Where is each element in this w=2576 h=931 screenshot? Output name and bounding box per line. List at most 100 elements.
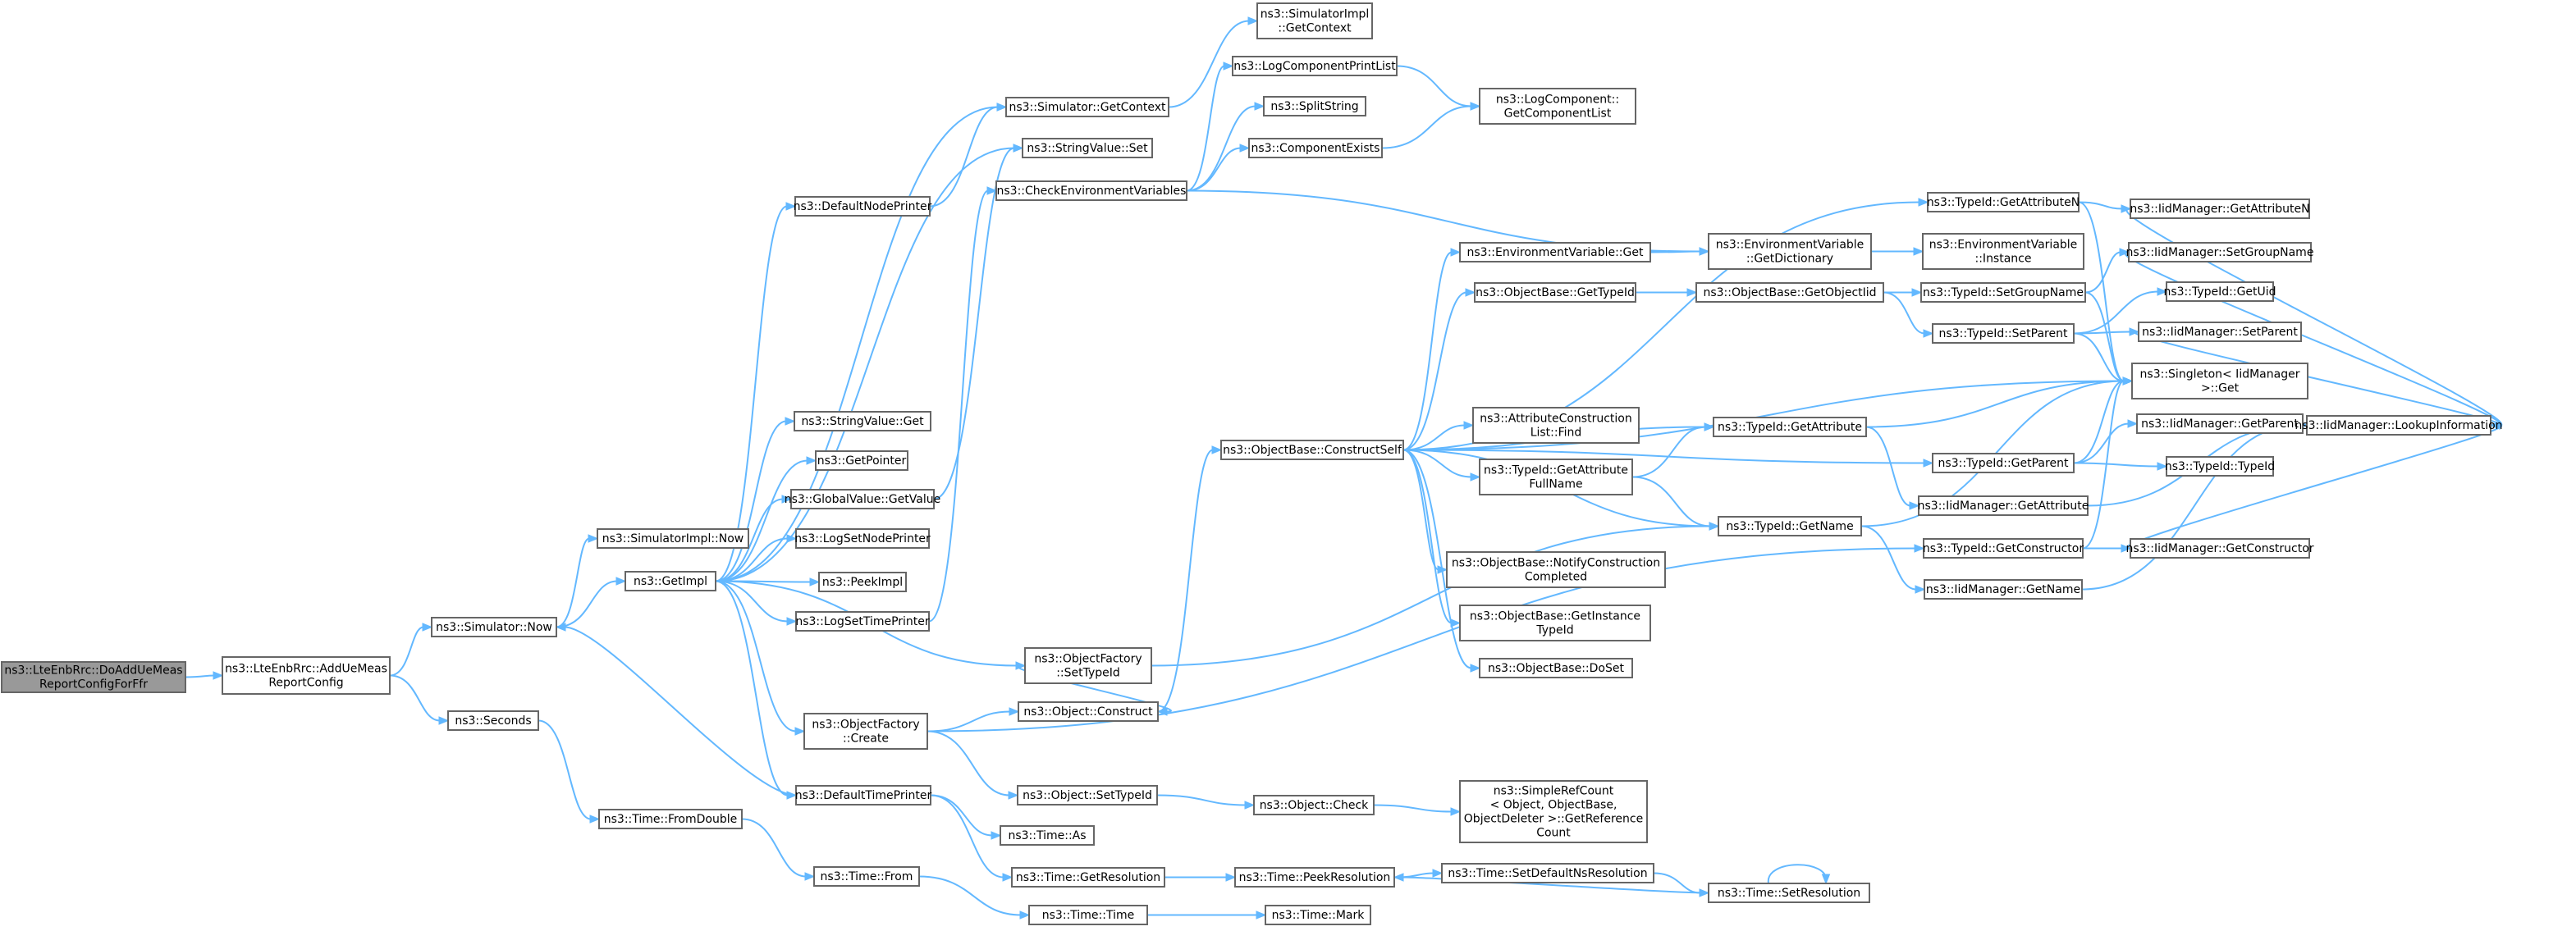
edge-arrowhead <box>2119 248 2130 257</box>
graph-node-ns3-typeid-getconstructor[interactable]: ns3::TypeId::GetConstructor <box>1923 538 2084 559</box>
node-box <box>2130 199 2310 219</box>
graph-node-ns3-simulator-now[interactable]: ns3::Simulator::Now <box>431 617 557 637</box>
edge-arrowhead <box>615 577 627 586</box>
edge-arrowhead <box>1009 707 1020 716</box>
graph-node-ns3-lteenbrrc-doadduemeas-reportconfigforffr[interactable]: ns3::LteEnbRrc::DoAddUeMeasReportConfigF… <box>1 661 186 693</box>
graph-node-ns3-time-peekresolution[interactable]: ns3::Time::PeekResolution <box>1234 867 1395 888</box>
graph-node-ns3-seconds[interactable]: ns3::Seconds <box>447 710 539 731</box>
graph-node-ns3-environmentvariable-getdictionary[interactable]: ns3::EnvironmentVariable::GetDictionary <box>1708 233 1872 270</box>
graph-node-ns3-objectbase-gettypeid[interactable]: ns3::ObjectBase::GetTypeId <box>1474 282 1636 303</box>
graph-node-ns3-simplerefcount-object-objectbase-objectdeleter-getreference-count[interactable]: ns3::SimpleRefCount< Object, ObjectBase,… <box>1459 780 1648 843</box>
node-label: ns3::Time::As <box>1008 829 1086 842</box>
graph-node-ns3-logcomponent-getcomponentlist[interactable]: ns3::LogComponent::GetComponentList <box>1479 88 1636 125</box>
graph-node-ns3-iidmanager-getname[interactable]: ns3::IidManager::GetName <box>1924 579 2083 600</box>
graph-node-ns3-singleton-iidmanager-get[interactable]: ns3::Singleton< IidManager>::Get <box>2131 363 2308 399</box>
node-box <box>790 489 935 509</box>
node-box <box>1234 867 1395 888</box>
graph-node-ns3-peekimpl[interactable]: ns3::PeekImpl <box>818 572 907 592</box>
graph-node-ns3-time-mark[interactable]: ns3::Time::Mark <box>1265 905 1371 925</box>
graph-node-ns3-typeid-getname[interactable]: ns3::TypeId::GetName <box>1718 516 1862 536</box>
graph-node-ns3-logsettimeprinter[interactable]: ns3::LogSetTimePrinter <box>795 611 930 632</box>
graph-node-ns3-typeid-typeid[interactable]: ns3::TypeId::TypeId <box>2165 456 2275 477</box>
graph-node-ns3-typeid-getuid[interactable]: ns3::TypeId::GetUid <box>2163 281 2276 302</box>
node-label: ns3::Simulator::GetContext <box>1009 101 1166 114</box>
graph-node-ns3-iidmanager-getconstructor[interactable]: ns3::IidManager::GetConstructor <box>2125 538 2314 559</box>
graph-node-ns3-typeid-getattribute[interactable]: ns3::TypeId::GetAttribute <box>1713 417 1867 437</box>
graph-node-ns3-time-from[interactable]: ns3::Time::From <box>813 866 920 887</box>
edge-line <box>1883 291 1925 335</box>
graph-node-ns3-objectfactory-settypeid[interactable]: ns3::ObjectFactory::SetTypeId <box>1024 647 1152 684</box>
node-box <box>1920 282 2086 303</box>
node-box <box>1011 867 1165 888</box>
graph-node-ns3-simulator-getcontext[interactable]: ns3::Simulator::GetContext <box>1005 97 1169 117</box>
graph-node-ns3-time-time[interactable]: ns3::Time::Time <box>1028 905 1148 925</box>
node-label: FullName <box>1529 478 1582 491</box>
graph-node-ns3-iidmanager-setgroupname[interactable]: ns3::IidManager::SetGroupName <box>2126 242 2314 262</box>
graph-node-ns3-environmentvariable-instance[interactable]: ns3::EnvironmentVariable::Instance <box>1922 233 2084 270</box>
graph-node-ns3-defaulttimeprinter[interactable]: ns3::DefaultTimePrinter <box>795 785 932 805</box>
graph-node-ns3-typeid-setparent[interactable]: ns3::TypeId::SetParent <box>1932 323 2075 344</box>
edge-n1-n2 <box>185 671 224 680</box>
edge-line <box>2081 424 2299 591</box>
graph-node-ns3-simulatorimpl-getcontext[interactable]: ns3::SimulatorImpl::GetContext <box>1256 2 1373 39</box>
edge-arrowhead <box>794 727 806 736</box>
node-label: ns3::GlobalValue::GetValue <box>785 493 940 506</box>
edge-line <box>715 580 789 623</box>
graph-node-ns3-object-settypeid[interactable]: ns3::Object::SetTypeId <box>1017 785 1158 805</box>
graph-node-ns3-checkenvironmentvariables[interactable]: ns3::CheckEnvironmentVariables <box>995 180 1187 201</box>
graph-node-ns3-time-fromdouble[interactable]: ns3::Time::FromDouble <box>598 809 743 829</box>
graph-node-ns3-time-setdefaultnsresolution[interactable]: ns3::Time::SetDefaultNsResolution <box>1441 863 1654 883</box>
graph-node-ns3-iidmanager-getattributen[interactable]: ns3::IidManager::GetAttributeN <box>2130 199 2310 219</box>
graph-node-ns3-time-getresolution[interactable]: ns3::Time::GetResolution <box>1011 867 1165 888</box>
graph-node-ns3-time-as[interactable]: ns3::Time::As <box>1000 825 1095 846</box>
graph-node-ns3-objectbase-notifyconstruction-completed[interactable]: ns3::ObjectBase::NotifyConstructionCompl… <box>1446 551 1666 588</box>
graph-node-ns3-typeid-getparent[interactable]: ns3::TypeId::GetParent <box>1932 453 2075 473</box>
edge-line <box>1767 864 1828 884</box>
edge-arrowhead <box>1463 421 1475 430</box>
edge-line <box>715 537 789 582</box>
edge-n28-n3 <box>555 623 797 796</box>
graph-node-ns3-logsetnodeprinter[interactable]: ns3::LogSetNodePrinter <box>794 528 931 549</box>
edge-arrowhead <box>1008 791 1019 800</box>
graph-node-ns3-stringvalue-get[interactable]: ns3::StringValue::Get <box>794 411 931 431</box>
node-box <box>1256 2 1373 39</box>
graph-node-ns3-getpointer[interactable]: ns3::GetPointer <box>815 450 908 471</box>
graph-node-ns3-defaultnodeprinter[interactable]: ns3::DefaultNodePrinter <box>794 196 932 217</box>
node-label: ns3::IidManager::SetParent <box>2142 326 2298 339</box>
graph-node-ns3-typeid-setgroupname[interactable]: ns3::TypeId::SetGroupName <box>1920 282 2086 303</box>
node-label: ns3::IidManager::SetGroupName <box>2126 246 2314 259</box>
graph-node-ns3-objectbase-getobjectiid[interactable]: ns3::ObjectBase::GetObjectIid <box>1695 282 1884 303</box>
graph-node-ns3-logcomponentprintlist[interactable]: ns3::LogComponentPrintList <box>1232 56 1398 76</box>
graph-node-ns3-getimpl[interactable]: ns3::GetImpl <box>625 571 716 591</box>
graph-node-ns3-objectfactory-create[interactable]: ns3::ObjectFactory::Create <box>803 713 928 750</box>
graph-node-ns3-typeid-getattributen[interactable]: ns3::TypeId::GetAttributeN <box>1927 192 2080 212</box>
graph-node-ns3-globalvalue-getvalue[interactable]: ns3::GlobalValue::GetValue <box>785 489 940 509</box>
node-box <box>2138 322 2302 342</box>
graph-node-ns3-objectbase-constructself[interactable]: ns3::ObjectBase::ConstructSelf <box>1220 440 1404 460</box>
edge-arrowhead <box>1686 288 1698 297</box>
graph-node-ns3-objectbase-doset[interactable]: ns3::ObjectBase::DoSet <box>1479 658 1633 678</box>
graph-node-ns3-iidmanager-setparent[interactable]: ns3::IidManager::SetParent <box>2138 322 2302 342</box>
graph-node-ns3-iidmanager-lookupinformation[interactable]: ns3::IidManager::LookupInformation <box>2295 415 2503 436</box>
graph-node-ns3-iidmanager-getparent[interactable]: ns3::IidManager::GetParent <box>2136 413 2304 434</box>
graph-node-ns3-splitstring[interactable]: ns3::SplitString <box>1263 96 1366 116</box>
edge-n38-n49 <box>1402 449 1462 628</box>
graph-node-ns3-componentexists[interactable]: ns3::ComponentExists <box>1248 138 1383 158</box>
edge-arrowhead <box>804 872 816 881</box>
node-label: ns3::DefaultTimePrinter <box>795 789 932 802</box>
graph-node-ns3-simulatorimpl-now[interactable]: ns3::SimulatorImpl::Now <box>597 528 749 549</box>
graph-node-ns3-iidmanager-getattribute[interactable]: ns3::IidManager::GetAttribute <box>1918 495 2089 516</box>
graph-node-ns3-time-setresolution[interactable]: ns3::Time::SetResolution <box>1708 883 1870 903</box>
graph-node-ns3-stringvalue-set[interactable]: ns3::StringValue::Set <box>1022 138 1153 158</box>
graph-node-ns3-object-construct[interactable]: ns3::Object::Construct <box>1018 701 1159 722</box>
edge-n28-n32 <box>930 794 1013 882</box>
edge-line <box>1186 147 1242 192</box>
graph-node-ns3-object-check[interactable]: ns3::Object::Check <box>1253 795 1375 815</box>
graph-node-ns3-environmentvariable-get[interactable]: ns3::EnvironmentVariable::Get <box>1459 242 1651 262</box>
edge-n56-n65 <box>2083 544 2132 553</box>
node-box <box>2166 456 2274 477</box>
